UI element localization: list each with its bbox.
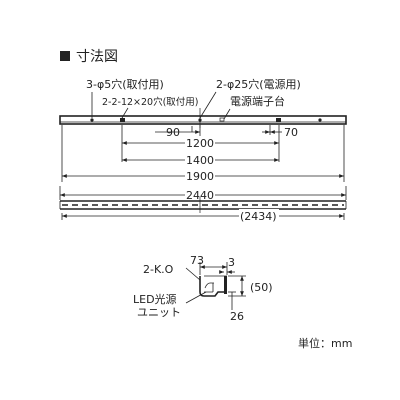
page-title: 寸法図 <box>76 49 118 65</box>
unit-label: 単位：mm <box>298 336 352 350</box>
dim-1400: 1400 <box>186 154 214 167</box>
extension-lines <box>61 125 345 182</box>
label-mount-hole: 3-φ5穴(取付用) <box>86 77 164 91</box>
leader-power-hole <box>199 91 217 119</box>
dim-73: 73 <box>190 254 204 267</box>
dim-50: (50) <box>250 281 273 294</box>
title-square-icon <box>60 51 70 61</box>
label-terminal: 電源端子台 <box>230 94 285 108</box>
dim-1900: 1900 <box>186 170 214 183</box>
leader-led-unit <box>185 291 207 304</box>
label-power-hole: 2-φ25穴(電源用) <box>216 77 301 91</box>
dim-70: 70 <box>284 126 298 139</box>
dim-2440: 2440 <box>186 189 214 202</box>
label-knockout: 2-K.O <box>143 263 174 276</box>
dim-90: 90 <box>166 126 180 139</box>
dim-3: 3 <box>228 256 235 269</box>
leader-terminal <box>223 108 231 120</box>
dim-1200: 1200 <box>186 137 214 150</box>
cross-section-view <box>199 275 227 297</box>
side-view-body <box>59 197 347 213</box>
label-mount-slot: 2-2-12×20穴(取付用) <box>102 96 199 108</box>
top-view-body <box>59 108 347 128</box>
dim-2434: (2434) <box>240 210 277 223</box>
dim-26: 26 <box>230 310 244 323</box>
leader-knockout <box>185 267 201 281</box>
label-led-unit-1: LED光源 <box>133 292 177 306</box>
label-led-unit-2: ユニット <box>137 306 181 319</box>
